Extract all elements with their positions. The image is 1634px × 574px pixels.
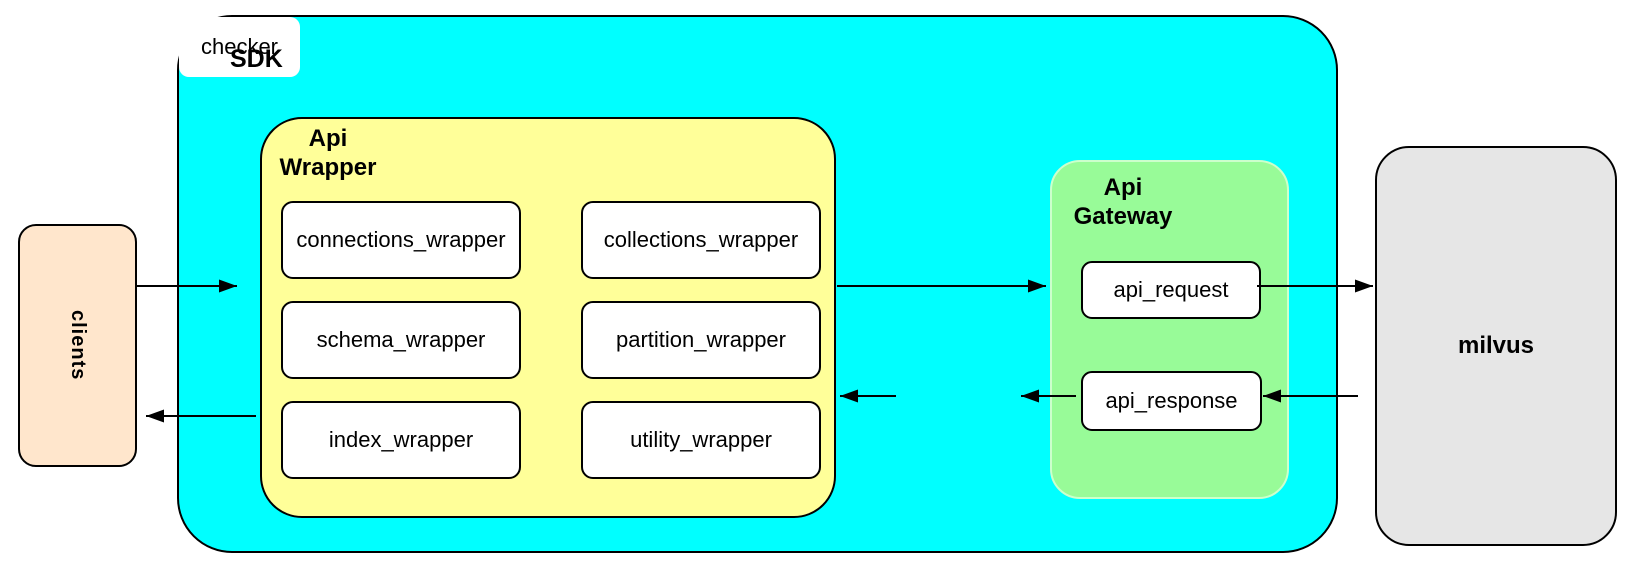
api-gateway-container: Api Gateway api_request api_response — [1050, 160, 1289, 499]
module-partition-wrapper: partition_wrapper — [581, 301, 821, 379]
sdk-label: SDK — [230, 45, 283, 73]
checker-box: checker — [179, 17, 300, 77]
clients-label: clients — [67, 310, 89, 381]
module-index-wrapper: index_wrapper — [281, 401, 521, 479]
module-collections-wrapper: collections_wrapper — [581, 201, 821, 279]
api-request-box: api_request — [1081, 261, 1261, 319]
api-gateway-label: Api Gateway — [1073, 174, 1173, 230]
module-utility-wrapper: utility_wrapper — [581, 401, 821, 479]
api-wrapper-container: Api Wrapper connections_wrapper collecti… — [260, 117, 836, 518]
sdk-container: SDK Api Wrapper connections_wrapper coll… — [177, 15, 1338, 553]
api-wrapper-label: Api Wrapper — [279, 125, 377, 181]
clients-box: clients — [18, 224, 137, 467]
api-response-box: api_response — [1081, 371, 1262, 431]
module-connections-wrapper: connections_wrapper — [281, 201, 521, 279]
milvus-box: milvus — [1375, 146, 1617, 546]
module-schema-wrapper: schema_wrapper — [281, 301, 521, 379]
